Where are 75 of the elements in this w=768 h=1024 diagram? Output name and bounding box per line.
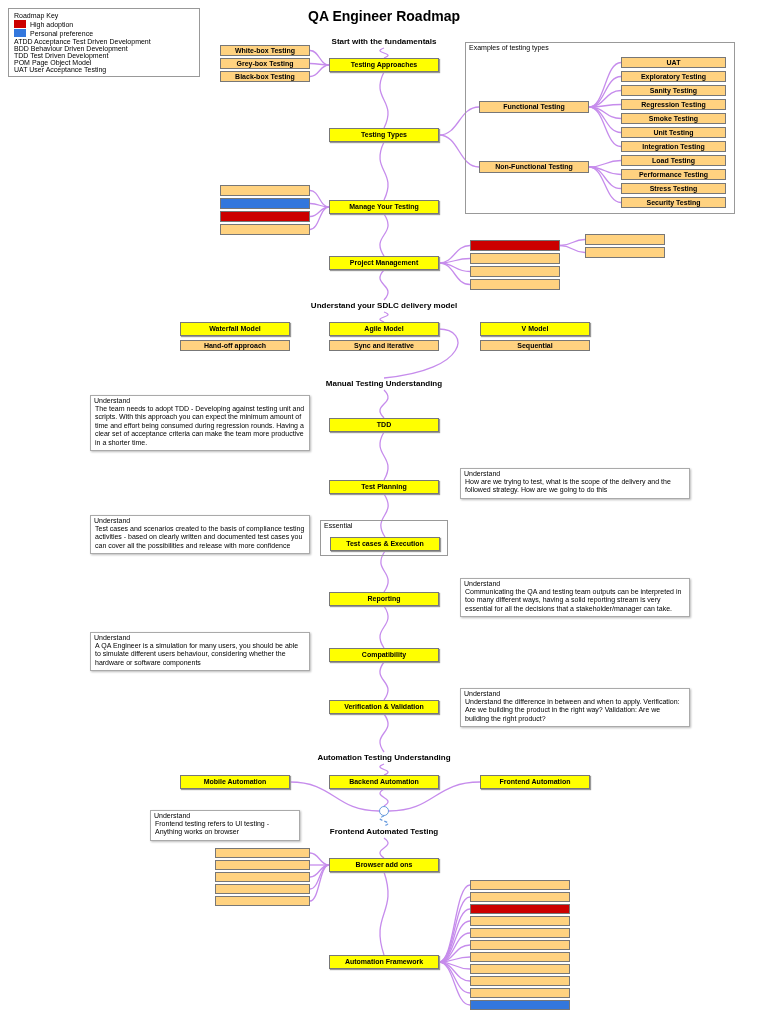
connector-line [379,141,389,201]
connector-line [379,763,389,776]
connector-line [379,431,389,481]
connector-line [380,550,389,593]
connector-line [309,864,330,902]
blank-box [585,234,665,245]
blank-box [470,279,560,290]
blank-box [470,952,570,962]
note-card [460,578,690,618]
section-heading: Manual Testing Understanding [284,378,484,390]
group-frame [320,520,448,556]
blank-box [470,1000,570,1010]
connector-line [388,781,481,812]
connector-line [379,389,389,419]
blank-box [470,253,560,264]
group-frame [465,42,735,214]
connector-line [289,781,380,812]
blank-box [470,240,560,251]
note-card [460,688,690,728]
section-heading: Understand your SDLC delivery model [274,300,494,312]
connector-line [379,605,389,649]
blank-box [585,247,665,258]
connector-line [588,106,622,148]
blank-box [470,976,570,986]
blank-box [215,884,310,894]
blank-box [470,964,570,974]
connector-line [438,961,471,1006]
connector-line [379,71,389,129]
blank-box [470,892,570,902]
note-card [460,468,690,499]
connector-line [380,493,389,538]
connector-line [559,244,586,254]
connector-line [588,166,622,176]
blank-box [220,185,310,196]
note-card [90,395,310,451]
blank-box [215,896,310,906]
blank-box [470,266,560,277]
connector-line [588,166,622,204]
section-heading: Frontend Automated Testing [309,826,459,838]
connector-line [379,47,389,59]
blank-box [470,988,570,998]
connector-line [379,871,389,956]
blank-box [470,928,570,938]
connector-line [438,884,471,963]
blank-box [470,904,570,914]
junction-circle [379,806,389,816]
blank-box [220,198,310,209]
connector-line [379,713,389,753]
connector-line [379,837,389,859]
connector-line [379,311,389,323]
connector-line [379,661,389,701]
connector-line [309,64,330,78]
blank-box [470,940,570,950]
connector-line [309,62,330,66]
blank-box [215,848,310,858]
connector-line [438,106,480,136]
blank-box [215,860,310,870]
connector-line [438,134,480,168]
connector-line [379,815,389,827]
blank-box [470,916,570,926]
note-card [150,810,300,841]
title: QA Engineer Roadmap [307,8,461,24]
blank-box [220,211,310,222]
section-heading: Automation Testing Understanding [264,752,504,764]
blank-box [215,872,310,882]
connector-line [379,788,389,807]
note-card [90,515,310,555]
connector-line [309,206,330,231]
connector-line [379,269,389,301]
blank-box [220,224,310,235]
section-heading: Start with the fundamentals [304,36,464,48]
connector-line [383,328,459,379]
blank-box [470,880,570,890]
connector-line [379,213,389,257]
note-card [90,632,310,672]
